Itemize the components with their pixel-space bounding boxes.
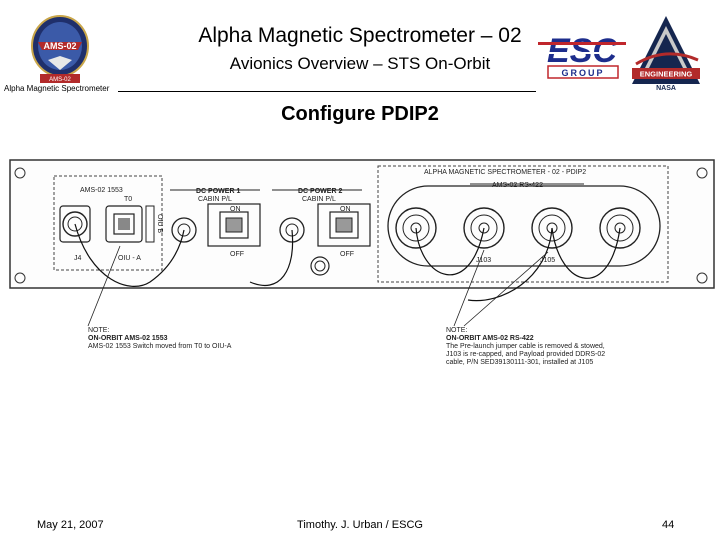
- footer-author: Timothy. J. Urban / ESCG: [297, 519, 423, 531]
- pdip2-panel-diagram: AMS-02 1553 T0 J4 OIU - A OIU B DC POWER…: [9, 159, 715, 366]
- header-side-label: Alpha Magnetic Spectrometer: [4, 84, 110, 93]
- footer-page-number: 44: [662, 519, 675, 531]
- note-right-head: NOTE:: [446, 327, 467, 334]
- label-1553: AMS-02 1553: [80, 187, 123, 194]
- dc2-label: DC POWER 2: [298, 188, 342, 195]
- note-leaders: [87, 245, 549, 327]
- mounting-holes: [14, 167, 708, 284]
- slide-title: Alpha Magnetic Spectrometer – 02: [198, 24, 522, 47]
- footer-date: May 21, 2007: [37, 519, 104, 531]
- dc1-on: ON: [230, 206, 241, 213]
- dc1-off: OFF: [230, 251, 244, 258]
- slide-heading: Configure PDIP2: [281, 103, 439, 125]
- engineering-nasa-logo: ENGINEERING NASA: [632, 16, 700, 92]
- box-1553: [53, 175, 163, 271]
- header-divider: [118, 91, 536, 92]
- note-right-line: cable, P/N SED39130111-301, installed at…: [446, 359, 593, 366]
- esc-group-text: GROUP: [561, 68, 604, 78]
- dc2-on: ON: [340, 206, 351, 213]
- dc1-cabin: CABIN P/L: [198, 196, 232, 203]
- esc-group-logo: ESC GROUP: [538, 32, 626, 79]
- ams-banner-text: AMS-02: [49, 77, 71, 83]
- note-right-line: The Pre-launch jumper cable is removed &…: [446, 343, 605, 350]
- ams-badge-text: AMS-02: [43, 41, 76, 51]
- dc1-fitting: [171, 217, 197, 243]
- panel-title: ALPHA MAGNETIC SPECTROMETER - 02 - PDIP2: [424, 169, 586, 176]
- esc-letters: ESC: [547, 32, 617, 70]
- ams-02-logo: AMS-02 AMS-02: [31, 15, 89, 83]
- label-j103: J103: [476, 257, 491, 264]
- engineering-text: ENGINEERING: [640, 70, 693, 79]
- dc-power-2: [272, 189, 371, 247]
- dc1-label: DC POWER 1: [196, 188, 240, 195]
- note-left-head: NOTE:: [88, 327, 109, 334]
- label-switch-side: OIU B: [156, 214, 163, 233]
- label-j105: J105: [540, 257, 555, 264]
- ground-stud: [310, 256, 330, 276]
- note-left-body: AMS-02 1553 Switch moved from T0 to OIU-…: [88, 343, 232, 350]
- note-right-title: ON-ORBIT AMS-02 RS-422: [446, 335, 534, 342]
- label-oiu-a: OIU - A: [118, 255, 141, 262]
- rs422-plate: [387, 185, 661, 267]
- oiu-a-port: [105, 205, 143, 243]
- dc2-cabin: CABIN P/L: [302, 196, 336, 203]
- rs422-connectors: [395, 207, 641, 249]
- rs422-label: AMS-02 RS-422: [492, 182, 543, 189]
- panel-frame: [9, 159, 715, 289]
- label-j4: J4: [74, 255, 82, 262]
- cables: [74, 223, 621, 302]
- j4-connector: [59, 205, 91, 243]
- selector-switch: [145, 205, 155, 243]
- dc-power-1: [170, 189, 261, 247]
- slide-subtitle: Avionics Overview – STS On-Orbit: [229, 54, 491, 73]
- dc2-off: OFF: [340, 251, 354, 258]
- rs422-section: [377, 165, 669, 283]
- nasa-text: NASA: [656, 85, 676, 92]
- note-right-line: J103 is re-capped, and Payload provided …: [446, 351, 605, 358]
- label-t0: T0: [124, 196, 132, 203]
- note-left-title: ON-ORBIT AMS-02 1553: [88, 335, 168, 342]
